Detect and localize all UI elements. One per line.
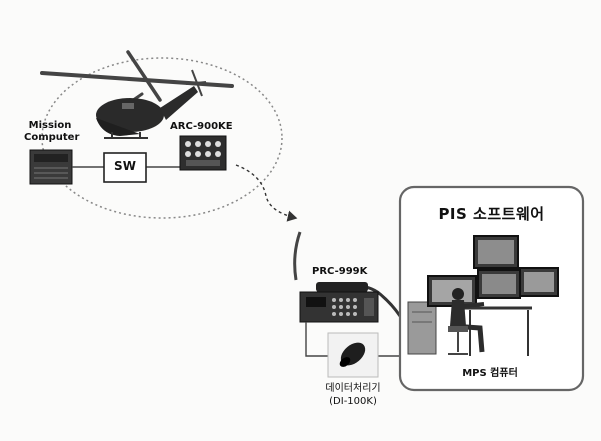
switch-box: [103, 152, 147, 183]
mps-computer-label: MPS 컴퓨터: [462, 368, 518, 379]
data-processor-name: 데이터처리기: [325, 383, 381, 394]
prc-radio-icon: [293, 231, 402, 323]
arc-radio-icon: [179, 135, 227, 171]
mission-computer-label: Mission Computer: [24, 120, 80, 144]
helicopter-icon: [40, 50, 234, 139]
pis-software-title: PIS 소프트웨어: [438, 205, 545, 223]
mission-computer-label-line2: Computer: [24, 132, 80, 143]
mission-computer-icon: [29, 149, 73, 185]
switch-label: SW: [114, 159, 136, 173]
data-processor-icon: [327, 332, 379, 378]
radio-to-processor-cable: [305, 322, 330, 357]
arc-radio-label: ARC-900KE: [170, 121, 233, 132]
datalink-arrow: [235, 164, 298, 222]
aircraft-system-ellipse: [41, 57, 283, 219]
mps-workstation-icon: [407, 235, 559, 356]
prc-radio-label: PRC-999K: [312, 266, 368, 277]
mission-computer-label-line1: Mission: [28, 120, 72, 131]
data-processor-model: (DI-100K): [329, 396, 377, 407]
